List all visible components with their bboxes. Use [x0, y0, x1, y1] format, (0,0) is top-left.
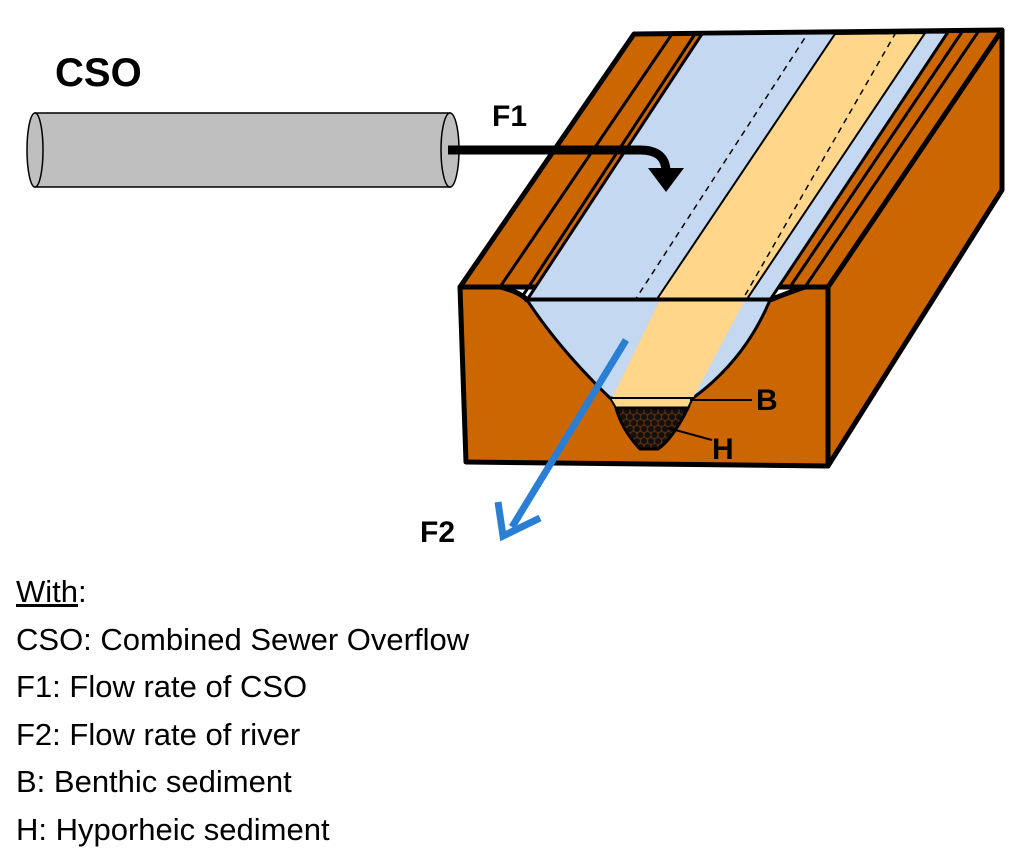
legend-item-b: B: Benthic sediment: [16, 764, 292, 799]
legend-item-cso: CSO: Combined Sewer Overflow: [16, 621, 470, 657]
legend-item-f1: F1: Flow rate of CSO: [16, 669, 308, 704]
legend-item-h: H: Hyporheic sediment: [16, 811, 330, 847]
f1-label: F1: [492, 100, 527, 133]
b-label: B: [756, 384, 778, 417]
legend-heading: With: [16, 574, 78, 609]
f2-arrow: [494, 338, 629, 542]
bank-lines: [498, 31, 980, 301]
f1-arrow: [448, 145, 684, 192]
cso-label: CSO: [55, 51, 142, 95]
h-label: H: [712, 433, 734, 466]
cso-pipe: [26, 112, 460, 188]
legend-heading-colon: :: [78, 574, 87, 609]
f2-label: F2: [420, 516, 455, 549]
hyporheic-sediment: [614, 406, 691, 451]
legend-heading-row: With:: [16, 568, 469, 616]
legend-item-f2: F2: Flow rate of river: [16, 716, 301, 752]
h-pointer-line: [667, 427, 713, 441]
legend: With: CSO: Combined Sewer Overflow F1: F…: [16, 568, 469, 853]
sand-cross-section: [612, 300, 745, 398]
